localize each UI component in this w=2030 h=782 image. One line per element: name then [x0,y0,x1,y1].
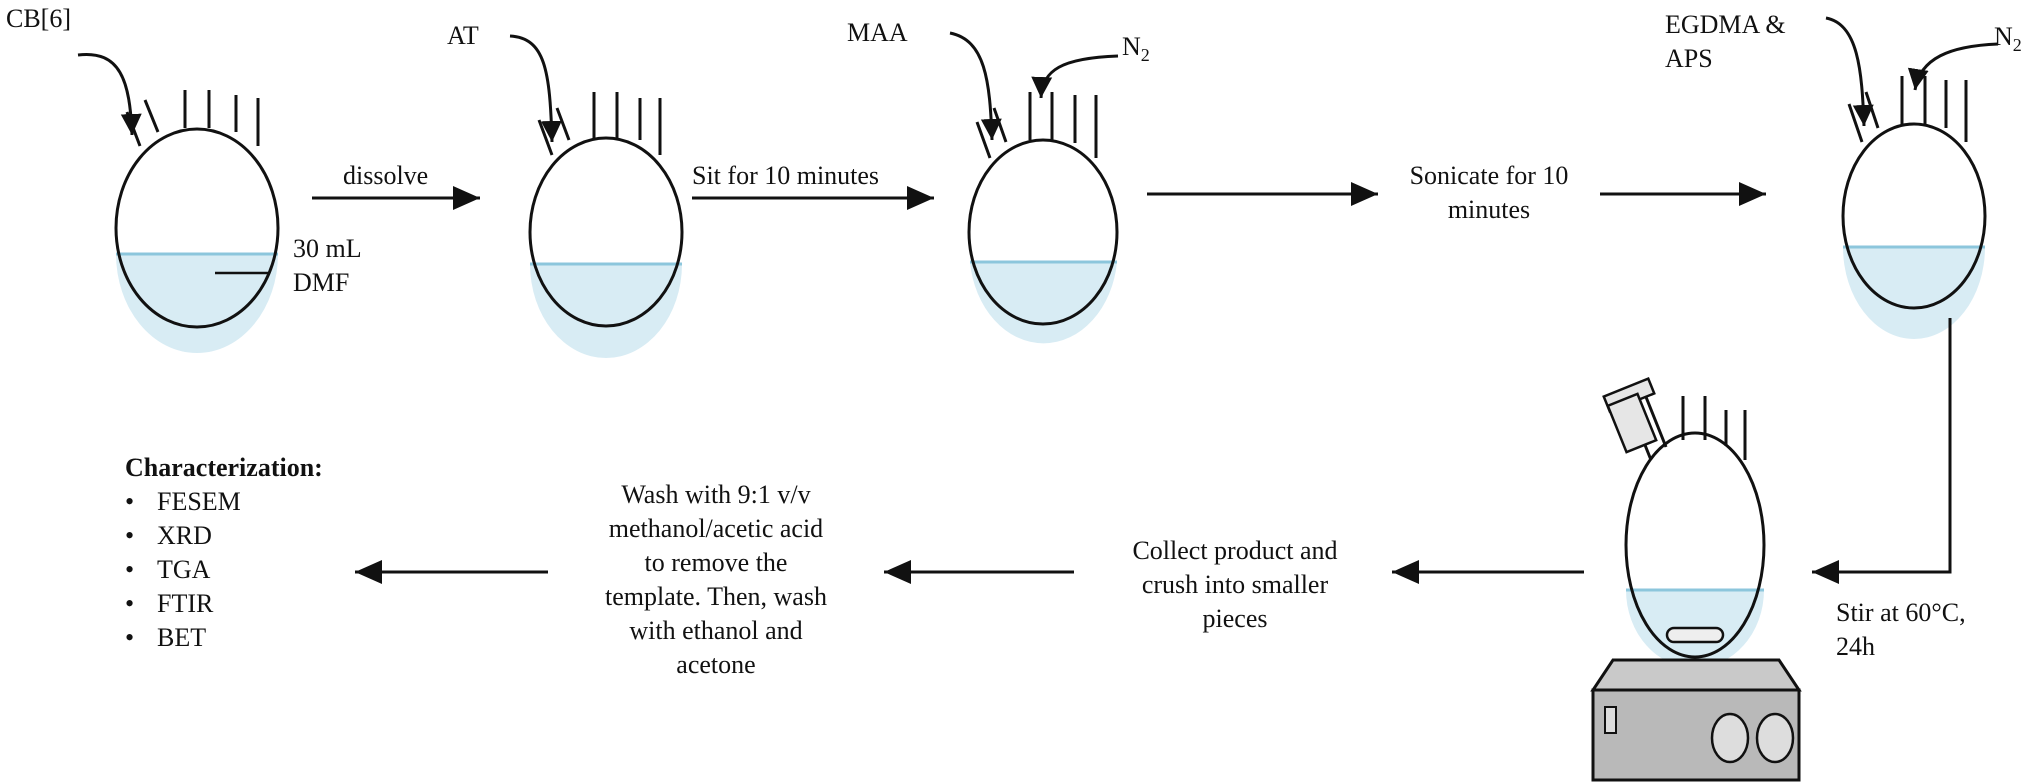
stir-bar-icon [1665,626,1725,644]
reagent-cb6-label: CB[6] [6,4,71,33]
flask-3 [967,92,1119,344]
egdma-arrow [1825,16,1874,127]
n2-arrow-1 [1031,54,1119,99]
flask-3-liquid [970,262,1117,344]
step-stir-label: Stir at 60°C,24h [1836,598,1966,661]
cb6-arrow [77,52,142,136]
stopper-icon [1602,376,1658,454]
at-arrow [509,34,562,143]
reagent-n2-label-1: N2 [1122,32,1150,65]
characterization-title: Characterization: [125,453,323,482]
reagent-egdma-label: EGDMA &APS [1665,10,1786,73]
list-item: XRD [125,519,323,553]
flask-2 [528,92,684,358]
reagent-n2-label-2: N2 [1994,22,2022,55]
reagent-at-label: AT [447,21,479,50]
n2-arrow-2 [1907,42,1999,91]
flask-1 [114,90,280,353]
reagent-maa-label: MAA [847,18,908,47]
hotplate-stirrer-icon [1590,658,1802,782]
arrow-to-stir [1812,318,1952,584]
stirring-flask [1602,376,1766,668]
list-item: FESEM [125,485,323,519]
flask-1-liquid [116,254,278,353]
flask-4-liquid [1843,247,1985,339]
characterization-list: Characterization: FESEM XRD TGA FTIR BET [125,451,323,655]
maa-arrow [949,31,1002,141]
step-dissolve-label: dissolve [343,161,429,190]
flask-2-liquid [530,264,682,358]
list-item: FTIR [125,587,323,621]
step-sit-label: Sit for 10 minutes [692,161,880,190]
list-item: BET [125,621,323,655]
list-item: TGA [125,553,323,587]
